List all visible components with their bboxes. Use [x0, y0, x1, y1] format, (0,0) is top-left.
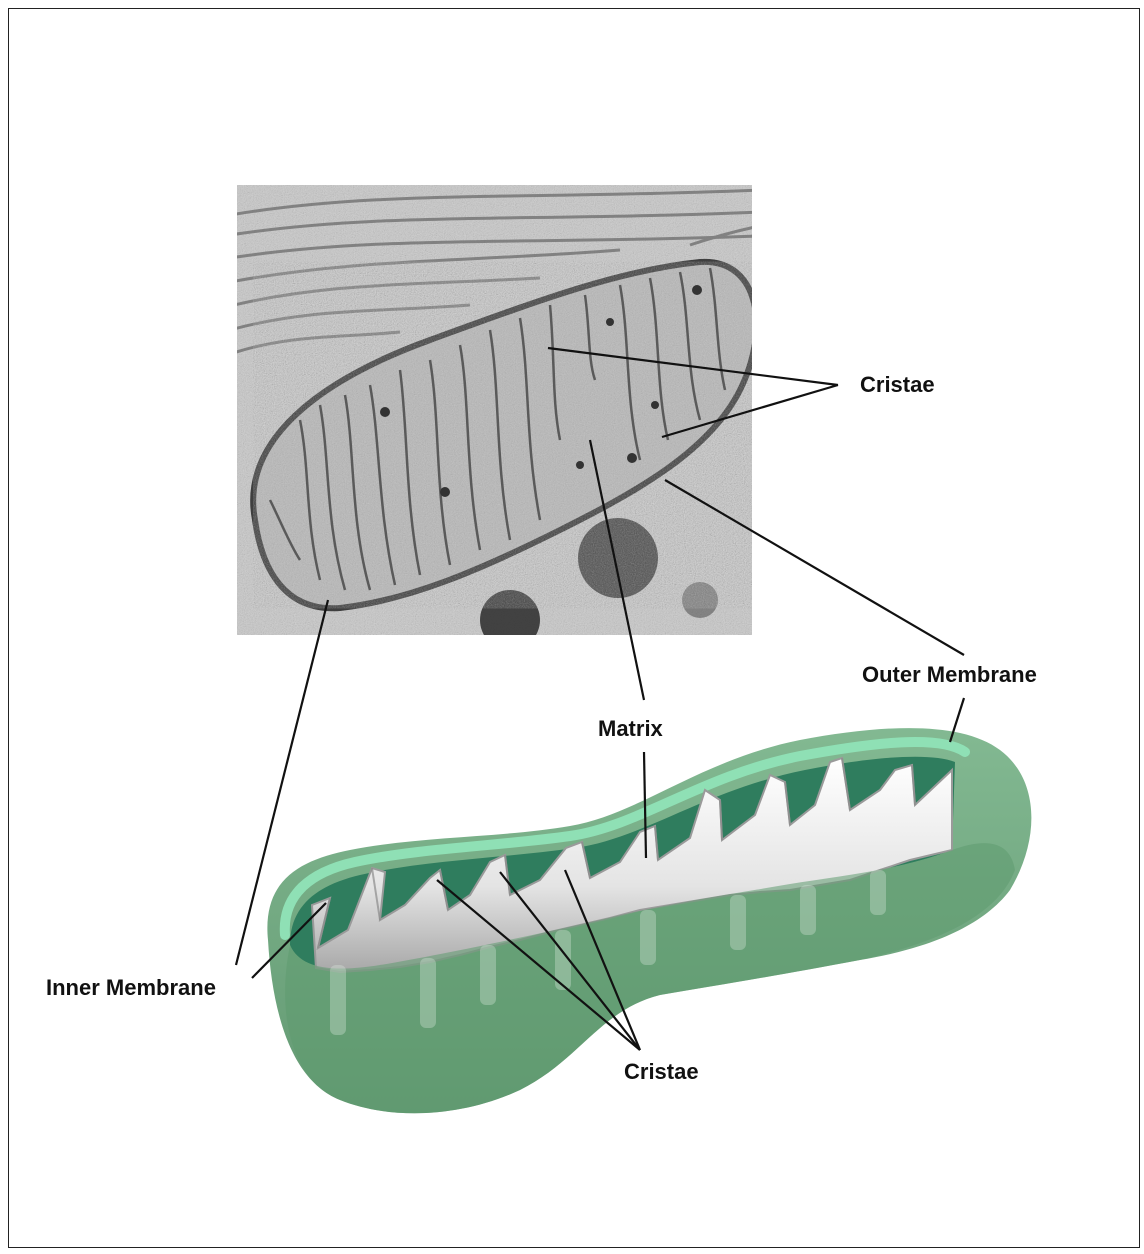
em-granule — [440, 487, 450, 497]
dark-granule — [578, 518, 658, 598]
label-inner-membrane: Inner Membrane — [46, 975, 216, 1000]
label-cristae-bottom: Cristae — [624, 1059, 699, 1084]
em-granule — [576, 461, 584, 469]
em-granule — [606, 318, 614, 326]
mitochondrion-illustration — [267, 728, 1031, 1113]
em-granule — [627, 453, 637, 463]
em-granule — [380, 407, 390, 417]
em-granule — [651, 401, 659, 409]
dark-granule — [480, 590, 540, 650]
em-granule — [692, 285, 702, 295]
label-outer-membrane: Outer Membrane — [862, 662, 1037, 687]
dark-granule — [682, 582, 718, 618]
label-cristae-top: Cristae — [860, 372, 935, 397]
label-matrix: Matrix — [598, 716, 664, 741]
electron-micrograph — [230, 185, 760, 650]
